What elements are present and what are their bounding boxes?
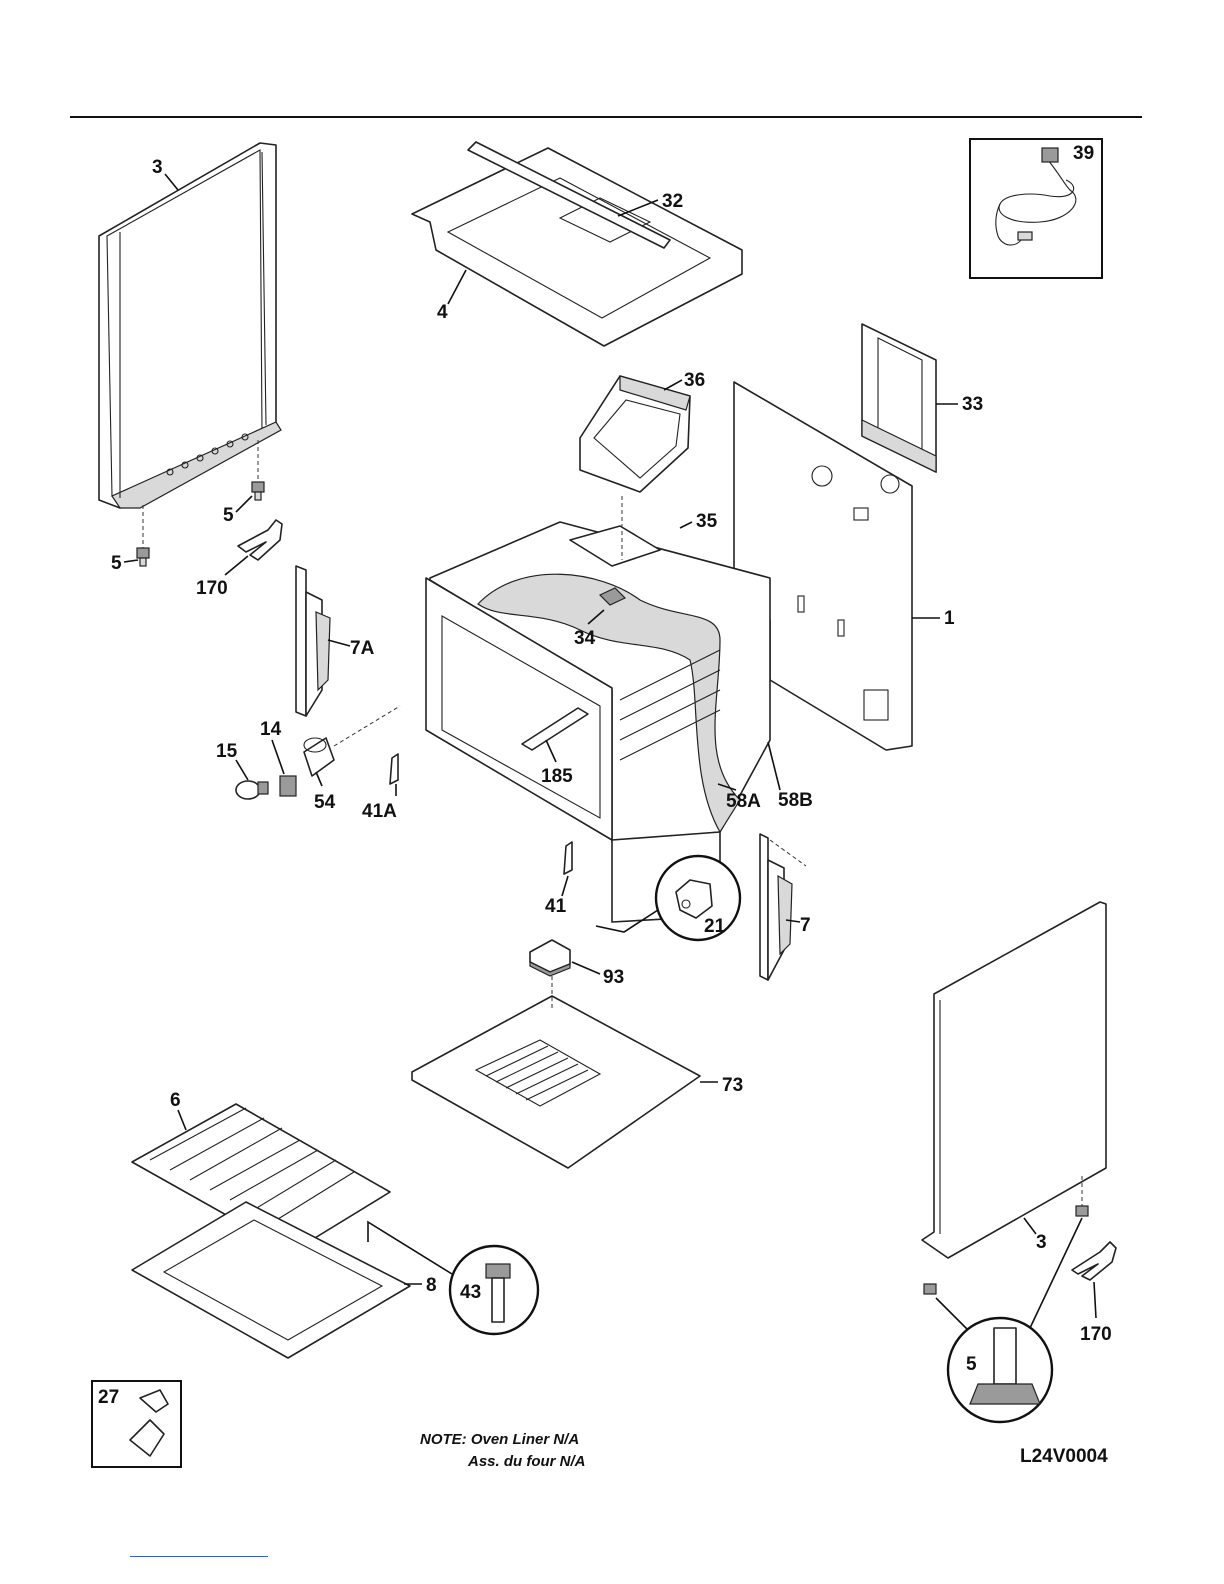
callout-5-upper: 5 xyxy=(223,505,234,526)
leveling-screw-lower xyxy=(137,548,149,566)
anti-tip-bracket-left xyxy=(238,520,282,560)
callout-33: 33 xyxy=(962,394,983,415)
callout-1: 1 xyxy=(944,608,955,629)
callout-8: 8 xyxy=(426,1275,437,1296)
side-panel-left xyxy=(99,143,281,508)
lamp-bulb-15 xyxy=(236,781,268,799)
top-frame xyxy=(412,148,742,346)
callout-185: 185 xyxy=(541,766,573,787)
back-panel-upper xyxy=(862,324,936,472)
callout-41: 41 xyxy=(545,896,567,917)
vent-duct xyxy=(580,376,690,492)
callout-170-left: 170 xyxy=(196,578,228,599)
callout-27: 27 xyxy=(98,1387,119,1408)
door-clip-41A xyxy=(390,754,398,784)
callout-4: 4 xyxy=(437,302,448,323)
callout-93: 93 xyxy=(603,967,624,988)
lamp-lens-54 xyxy=(304,738,334,776)
callout-58A: 58A xyxy=(726,791,761,812)
hinge-left xyxy=(296,566,330,716)
callout-170-right: 170 xyxy=(1080,1324,1112,1345)
callout-5-detail: 5 xyxy=(966,1354,977,1375)
callout-32: 32 xyxy=(662,191,683,212)
callout-7A: 7A xyxy=(350,638,375,659)
callout-54: 54 xyxy=(314,792,336,813)
side-panel-right xyxy=(922,902,1106,1258)
callout-7: 7 xyxy=(800,915,811,936)
door-clip-41 xyxy=(564,842,572,874)
callout-34: 34 xyxy=(574,628,596,649)
callout-21: 21 xyxy=(704,916,726,937)
callout-36: 36 xyxy=(684,370,705,391)
callout-3-right: 3 xyxy=(1036,1232,1047,1253)
callout-58B: 58B xyxy=(778,790,813,811)
bottom-link-underline[interactable] xyxy=(130,1556,268,1557)
callout-5-lower: 5 xyxy=(111,553,122,574)
callout-43: 43 xyxy=(460,1282,481,1303)
note-line-1: NOTE: Oven Liner N/A xyxy=(420,1431,579,1448)
callout-6: 6 xyxy=(170,1090,181,1111)
lamp-socket-14 xyxy=(280,776,296,796)
callout-39: 39 xyxy=(1073,143,1094,164)
callout-35: 35 xyxy=(696,511,718,532)
cap-93 xyxy=(530,940,570,976)
hinge-right xyxy=(760,834,792,980)
oven-bottom-73 xyxy=(412,996,700,1168)
callout-3-left: 3 xyxy=(152,157,163,178)
leveling-screw-upper xyxy=(252,482,264,500)
note-line-2: Ass. du four N/A xyxy=(467,1453,586,1470)
callout-73: 73 xyxy=(722,1075,743,1096)
anti-tip-bracket-right xyxy=(1072,1242,1116,1280)
callout-14: 14 xyxy=(260,719,282,740)
callout-15: 15 xyxy=(216,741,238,762)
diagram-code: L24V0004 xyxy=(1020,1446,1108,1467)
callout-41A: 41A xyxy=(362,801,397,822)
